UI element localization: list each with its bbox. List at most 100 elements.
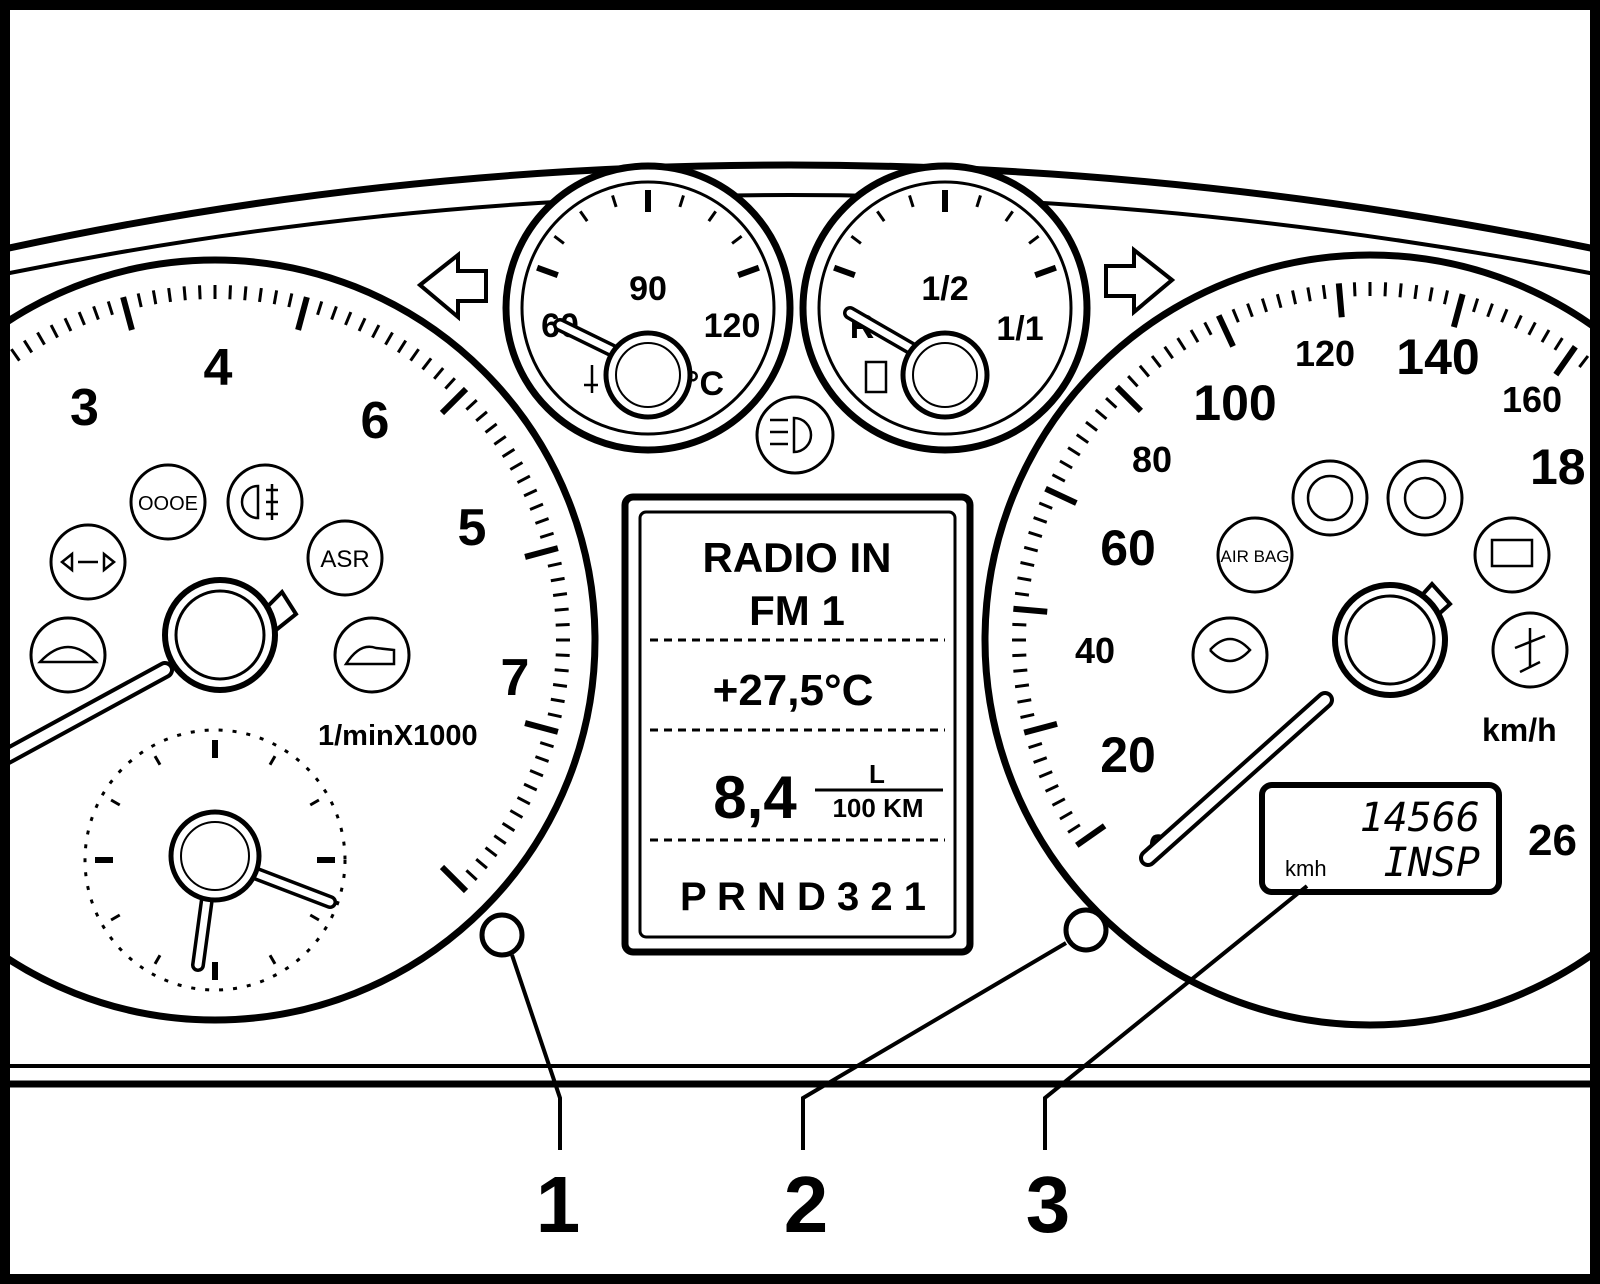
speedo-tick <box>1075 823 1107 848</box>
speedo-tick <box>1291 290 1298 305</box>
tach-needle-hub-inner <box>174 589 266 681</box>
speedo-tick <box>1127 375 1139 388</box>
seatbelt-glyph <box>1514 628 1546 674</box>
temp-tick <box>731 234 743 245</box>
speedo-tick <box>1017 698 1032 704</box>
speedo-tick <box>1085 420 1098 432</box>
info-gear-selector: P R N D 3 2 1 <box>680 875 926 919</box>
tach-tick <box>554 668 569 673</box>
speedo-tick <box>1023 720 1058 736</box>
speedo-tick <box>1012 622 1027 627</box>
speedo-tick <box>1020 712 1035 719</box>
temp-needle-hub <box>603 330 693 420</box>
tachometer-ticks <box>10 285 570 894</box>
battery-glyph <box>1490 538 1534 568</box>
speedo-tick <box>1028 742 1043 750</box>
speedo-tick <box>1215 314 1236 348</box>
speedo-tick <box>1067 446 1081 457</box>
speedo-tick <box>1059 810 1073 821</box>
fuel-tick <box>876 210 886 223</box>
fuel-tick <box>833 264 856 278</box>
tach-tick <box>493 834 507 845</box>
speedo-tick <box>1033 756 1048 764</box>
housing-top-outer <box>10 161 1590 252</box>
speedo-tick <box>1044 485 1078 506</box>
info-consumption-unit-bottom: 100 KM <box>832 793 923 823</box>
speedo-tick <box>1150 355 1162 368</box>
clock-tick <box>268 755 277 766</box>
asr-indicator <box>306 519 384 597</box>
tach-tick <box>484 846 498 858</box>
fog-light-indicator-label: OOOE <box>138 493 198 515</box>
speedo-tick <box>1472 298 1480 313</box>
tach-tick <box>151 290 158 305</box>
leader-line-2 <box>801 941 1068 1150</box>
speedo-tick <box>1028 530 1043 538</box>
tach-number-6: 6 <box>361 392 390 450</box>
speedo-tick <box>1105 397 1118 409</box>
tach-tick <box>550 697 565 704</box>
odometer-unit: kmh <box>1285 856 1327 881</box>
speedo-tick <box>1540 329 1551 343</box>
tach-tick <box>439 386 469 416</box>
hood-open-icon <box>29 616 107 694</box>
rear-fog-glyph <box>240 484 278 520</box>
reset-button-2 <box>1063 907 1109 953</box>
trunk-open-glyph <box>343 645 396 666</box>
tach-tick <box>552 683 568 688</box>
clock-hub <box>168 809 262 903</box>
speedo-tick <box>1442 290 1449 305</box>
tach-tick <box>344 311 353 326</box>
speedo-tick <box>1059 459 1073 470</box>
speed-needle-hub-inner <box>1344 594 1436 686</box>
tachometer: 3 4 6 5 7 1/minX1000 OOOE ASR <box>10 256 599 1024</box>
info-temperature: +27,5°C <box>713 666 874 715</box>
leader-line-1 <box>510 954 562 1150</box>
tach-tick <box>330 305 338 321</box>
speedo-tick <box>1017 576 1032 582</box>
speedo-tick <box>1275 293 1283 309</box>
speed-needle-inner <box>1143 695 1330 863</box>
speed-number-180-partial: 18 <box>1530 439 1586 495</box>
housing-top-inner <box>10 193 1590 276</box>
speedo-tick <box>1260 298 1268 313</box>
tach-tick <box>106 300 114 316</box>
temp-tick <box>611 195 618 208</box>
odometer-status: INSP <box>1384 840 1480 886</box>
speedo-tick <box>1138 364 1151 378</box>
trailer-glyph <box>59 551 117 573</box>
odometer-value: 14566 <box>1360 795 1480 841</box>
tach-needle-inner <box>10 665 170 761</box>
fuel-tick <box>1004 210 1014 223</box>
info-consumption-unit-top: L <box>869 759 885 789</box>
info-line-2: FM 1 <box>749 587 845 634</box>
speed-number-80: 80 <box>1132 439 1172 480</box>
speed-needle-hub <box>1332 582 1448 698</box>
tach-tick <box>493 435 507 446</box>
asr-indicator-label: ASR <box>320 546 369 573</box>
leader-line-3 <box>1043 884 1309 1150</box>
speed-number-20: 20 <box>1100 727 1156 783</box>
speedo-tick <box>1486 303 1494 318</box>
temp-tick <box>678 195 685 208</box>
clock-tick <box>153 954 162 965</box>
tach-tick <box>287 293 294 308</box>
temp-gauge-ticks <box>536 190 760 278</box>
tach-number-7: 7 <box>501 649 530 707</box>
speed-number-160: 160 <box>1502 379 1562 420</box>
fuel-gauge: R 1/2 1/1 <box>799 162 1091 454</box>
tach-tick <box>396 339 408 354</box>
fuel-gauge-ticks <box>833 190 1057 278</box>
tach-tick <box>509 809 524 819</box>
tach-tick <box>516 474 531 484</box>
tach-tick <box>92 305 100 321</box>
temperature-gauge: 60 90 120 °C <box>502 162 794 454</box>
tach-tick <box>555 653 570 657</box>
temp-needle-hub-inner <box>615 342 681 408</box>
tach-tick <box>475 410 488 422</box>
speed-unit-label: km/h <box>1482 712 1557 748</box>
speedo-tick <box>1321 284 1327 300</box>
